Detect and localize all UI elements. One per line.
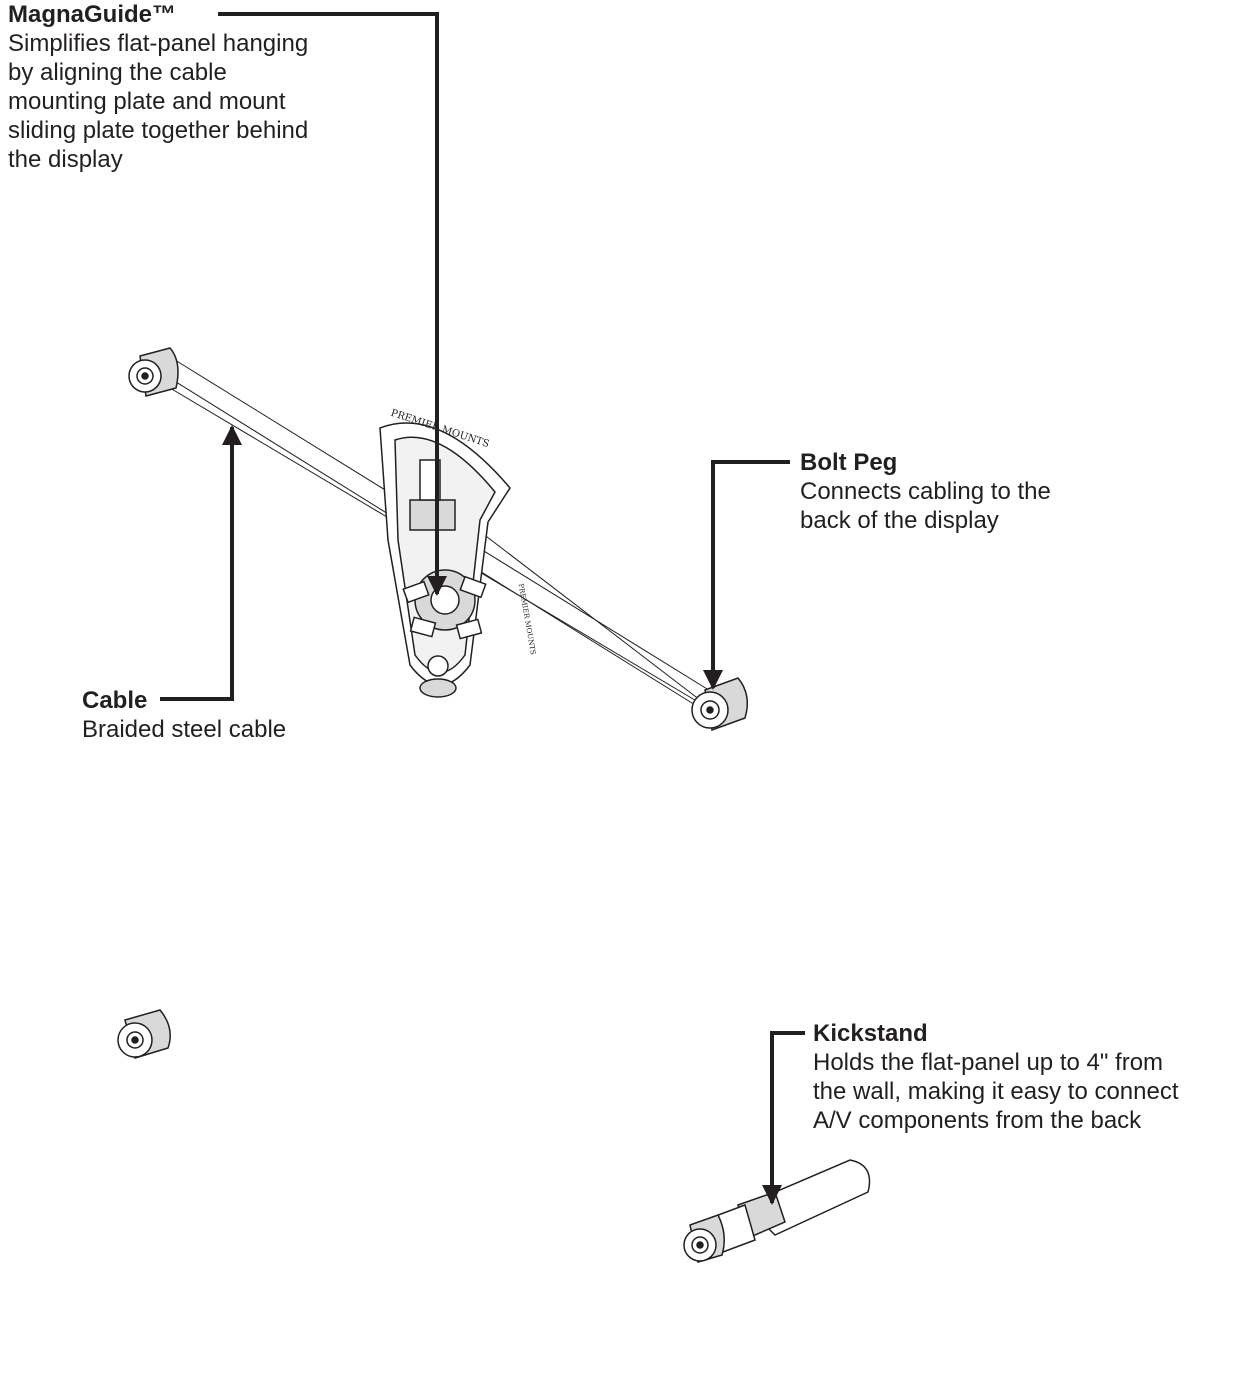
bolt-peg-leader [703, 460, 790, 690]
cable-description: Braided steel cable [82, 716, 287, 743]
kickstand-leader [762, 1031, 805, 1205]
magnaguide-plate [379, 422, 511, 698]
bolt-peg-title: Bolt Peg [800, 449, 898, 476]
magnaguide-title: MagnaGuide™ [8, 1, 177, 28]
bolt-peg-lower-left [117, 1009, 171, 1059]
plate-brand-text-side: PREMIER MOUNTS [517, 583, 537, 656]
cable-leader [160, 425, 242, 701]
bolt-peg-right [691, 677, 749, 732]
magnaguide-callout: MagnaGuide™ Simplifies flat-panel hangin… [8, 0, 308, 174]
kickstand [683, 1159, 871, 1263]
bolt-peg-description: Connects cabling to the back of the disp… [800, 478, 1051, 534]
bolt-peg-upper-left [128, 347, 179, 397]
bolt-peg-callout: Bolt Peg Connects cabling to the back of… [800, 448, 1051, 535]
kickstand-title: Kickstand [813, 1020, 928, 1047]
magnaguide-leader [218, 12, 447, 596]
kickstand-description: Holds the flat-panel up to 4" from the w… [813, 1049, 1179, 1134]
magnaguide-description: Simplifies flat-panel hanging by alignin… [8, 30, 309, 173]
cable-callout: Cable Braided steel cable [82, 686, 286, 744]
kickstand-callout: Kickstand Holds the flat-panel up to 4" … [813, 1019, 1179, 1135]
cable-title: Cable [82, 687, 148, 714]
